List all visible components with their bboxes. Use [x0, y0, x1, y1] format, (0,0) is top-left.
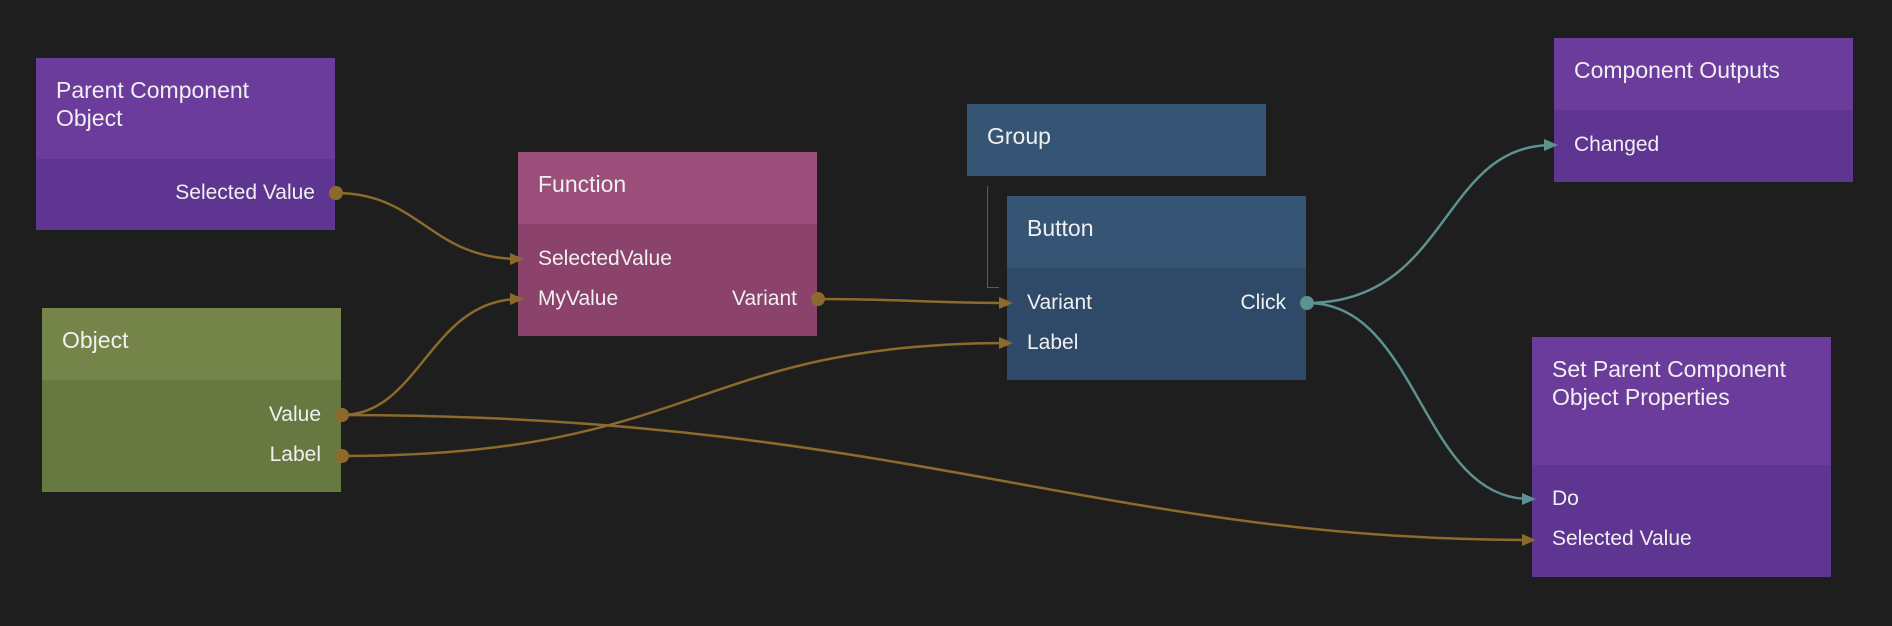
node-title: Parent Component Object [36, 58, 335, 159]
port-selected-value[interactable]: Selected Value [175, 181, 315, 204]
port-do[interactable]: Do [1552, 487, 1579, 510]
node-group[interactable]: Group [967, 104, 1266, 176]
node-ports: Changed [1554, 110, 1853, 182]
port-variant[interactable]: Variant [732, 287, 797, 310]
node-button[interactable]: Button Variant Label Click [1007, 196, 1306, 380]
port-label[interactable]: Label [1027, 331, 1079, 354]
wire-function-variant-to-button-variant[interactable] [817, 297, 1011, 305]
node-title: Button [1007, 196, 1306, 268]
port-click[interactable]: Click [1240, 291, 1287, 314]
node-ports: SelectedValue MyValue Variant [518, 224, 817, 336]
node-set-parent-component-object-properties[interactable]: Set Parent Component Object Properties D… [1532, 337, 1831, 577]
port-label[interactable]: Label [269, 443, 321, 466]
node-ports: Variant Label Click [1007, 268, 1306, 380]
port-changed[interactable]: Changed [1574, 133, 1660, 156]
port-selectedvalue[interactable]: SelectedValue [538, 247, 672, 270]
node-object[interactable]: Object Value Label [42, 308, 341, 492]
port-selected-value[interactable]: Selected Value [1552, 527, 1692, 550]
wire-object-label-to-button-label[interactable] [341, 341, 1011, 458]
port-variant[interactable]: Variant [1027, 291, 1092, 314]
port-myvalue[interactable]: MyValue [538, 287, 619, 310]
group-child-bracket [987, 186, 999, 288]
node-title: Set Parent Component Object Properties [1532, 337, 1831, 465]
wire-parent-selected-to-function-selected[interactable] [335, 191, 521, 261]
node-component-outputs[interactable]: Component Outputs Changed [1554, 38, 1853, 182]
wire-object-value-to-function-myvalue[interactable] [341, 297, 521, 417]
port-value[interactable]: Value [268, 403, 321, 426]
wire-button-click-to-setparent-do[interactable] [1306, 301, 1531, 501]
wire-object-value-to-setparent-selected[interactable] [341, 413, 1531, 542]
node-ports: Do Selected Value [1532, 465, 1831, 577]
node-ports: Selected Value [36, 159, 335, 230]
node-title: Component Outputs [1554, 38, 1853, 110]
node-function[interactable]: Function SelectedValue MyValue Variant [518, 152, 817, 336]
node-title: Object [42, 308, 341, 380]
node-parent-component-object[interactable]: Parent Component Object Selected Value [36, 58, 335, 230]
node-ports: Value Label [42, 380, 341, 492]
wire-button-click-to-outputs-changed[interactable] [1306, 143, 1553, 305]
node-title: Group [967, 104, 1266, 176]
node-title: Function [518, 152, 817, 224]
